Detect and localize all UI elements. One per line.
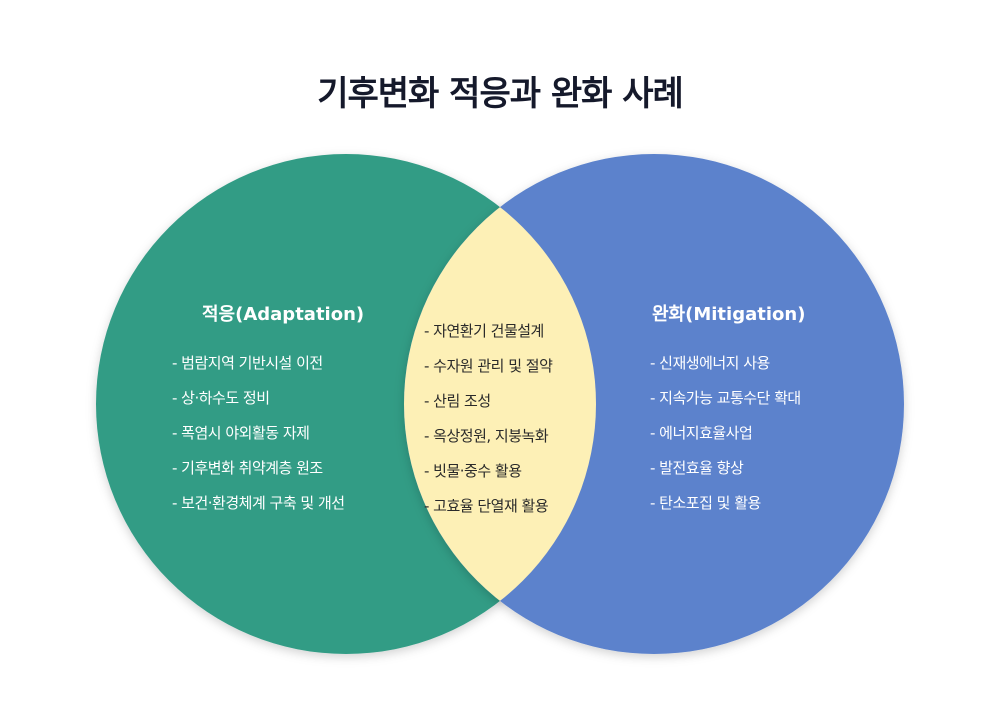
mitigation-item: - 에너지효율사업	[650, 424, 753, 442]
adaptation-group: 적응(Adaptation) - 범람지역 기반시설 이전 - 상·하수도 정비…	[172, 300, 364, 521]
intersection-item: - 옥상정원, 지붕녹화	[424, 427, 549, 445]
intersection-item: - 고효율 단열재 활용	[424, 497, 549, 515]
intersection-item: - 자연환기 건물설계	[424, 322, 544, 340]
mitigation-item: - 탄소포집 및 활용	[650, 494, 761, 512]
adaptation-item: - 상·하수도 정비	[172, 389, 270, 407]
intersection-item: - 수자원 관리 및 절약	[424, 357, 553, 375]
mitigation-title: 완화(Mitigation)	[652, 304, 806, 325]
adaptation-item: - 범람지역 기반시설 이전	[172, 354, 323, 372]
adaptation-item: - 폭염시 야외활동 자제	[172, 424, 310, 442]
mitigation-list: - 신재생에너지 사용 - 지속가능 교통수단 확대 - 에너지효율사업 - 발…	[650, 346, 805, 521]
adaptation-title: 적응(Adaptation)	[202, 304, 365, 325]
mitigation-group: 완화(Mitigation) - 신재생에너지 사용 - 지속가능 교통수단 확…	[650, 300, 805, 521]
adaptation-item: - 보건·환경체계 구축 및 개선	[172, 494, 345, 512]
intersection-list: - 자연환기 건물설계 - 수자원 관리 및 절약 - 산림 조성 - 옥상정원…	[424, 314, 553, 524]
mitigation-item: - 지속가능 교통수단 확대	[650, 389, 801, 407]
intersection-region	[404, 154, 596, 654]
page-title: 기후변화 적응과 완화 사례	[317, 74, 684, 114]
mitigation-item: - 신재생에너지 사용	[650, 354, 770, 372]
adaptation-list: - 범람지역 기반시설 이전 - 상·하수도 정비 - 폭염시 야외활동 자제 …	[172, 346, 364, 521]
intersection-group: - 자연환기 건물설계 - 수자원 관리 및 절약 - 산림 조성 - 옥상정원…	[424, 314, 553, 524]
intersection-item: - 빗물·중수 활용	[424, 462, 522, 480]
adaptation-item: - 기후변화 취약계층 원조	[172, 459, 323, 477]
intersection-item: - 산림 조성	[424, 392, 491, 410]
mitigation-item: - 발전효율 향상	[650, 459, 744, 477]
